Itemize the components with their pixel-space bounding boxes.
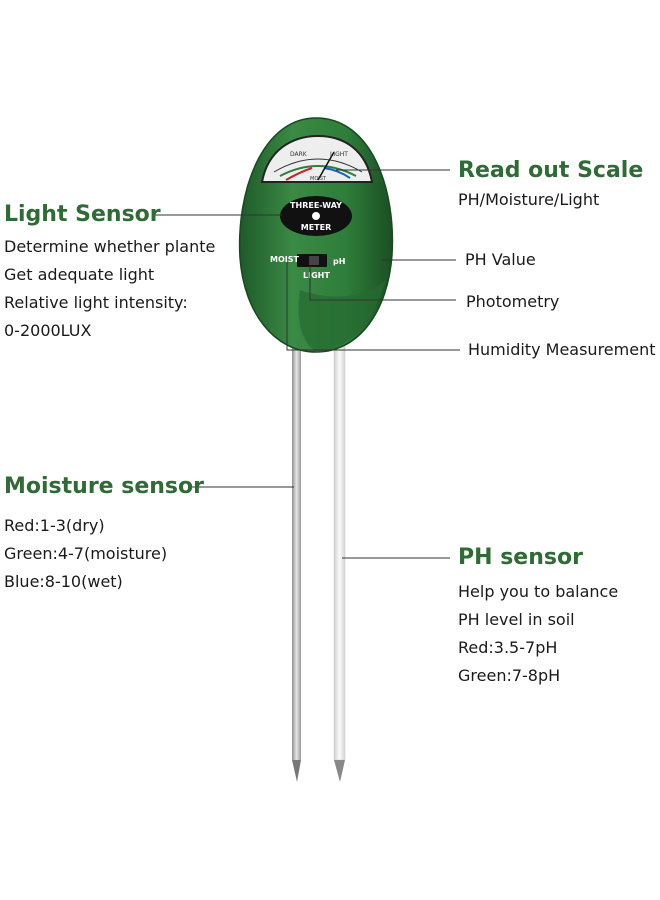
leader-photometry: [309, 266, 456, 301]
badge-line-1: THREE-WAY: [290, 201, 342, 210]
leaf-icon: [312, 212, 320, 220]
leader-humidity: [286, 262, 460, 351]
photometry-label: Photometry: [466, 292, 560, 311]
dial-label-light: LIGHT: [330, 151, 348, 158]
moisture-sensor-description: Red:1-3(dry) Green:4-7(moisture) Blue:8-…: [4, 512, 167, 596]
ph-sensor-title: PH sensor: [458, 545, 583, 570]
switch-label-moist: MOIST: [270, 255, 300, 264]
moisture-sensor-line: Blue:8-10(wet): [4, 572, 123, 591]
dial-label-dark: DARK: [290, 151, 308, 158]
white-probe: [333, 329, 346, 782]
ph-sensor-line: Red:3.5-7pH: [458, 638, 558, 657]
read-out-subtitle: PH/Moisture/Light: [458, 190, 600, 209]
metal-probe: [292, 330, 301, 782]
dial-label-moist: MOIST: [310, 176, 327, 182]
light-sensor-line: Get adequate light: [4, 265, 155, 284]
ph-sensor-line: PH level in soil: [458, 610, 575, 629]
ph-sensor-line: Green:7-8pH: [458, 666, 561, 685]
badge-line-2: METER: [301, 223, 332, 232]
leader-lines: [155, 169, 460, 559]
three-way-badge: THREE-WAY METER: [280, 196, 352, 236]
moisture-sensor-title: Moisture sensor: [4, 474, 204, 499]
humidity-label: Humidity Measurement: [468, 340, 656, 359]
switch-label-light: LIGHT: [303, 271, 330, 280]
moisture-sensor-line: Red:1-3(dry): [4, 516, 105, 535]
mode-switch[interactable]: MOIST pH LIGHT: [270, 254, 345, 280]
light-sensor-title: Light Sensor: [4, 202, 161, 227]
read-out-title: Read out Scale: [458, 158, 644, 183]
ph-sensor-line: Help you to balance: [458, 582, 619, 601]
ph-value-label: PH Value: [465, 250, 536, 269]
moisture-sensor-line: Green:4-7(moisture): [4, 544, 168, 563]
switch-label-ph: pH: [333, 257, 345, 266]
light-sensor-line: Determine whether plante: [4, 237, 216, 256]
light-sensor-line: 0-2000LUX: [4, 321, 92, 340]
light-sensor-line: Relative light intensity:: [4, 293, 188, 312]
light-sensor-description: Determine whether plante Get adequate li…: [4, 233, 215, 345]
ph-sensor-description: Help you to balance PH level in soil Red…: [458, 578, 618, 690]
